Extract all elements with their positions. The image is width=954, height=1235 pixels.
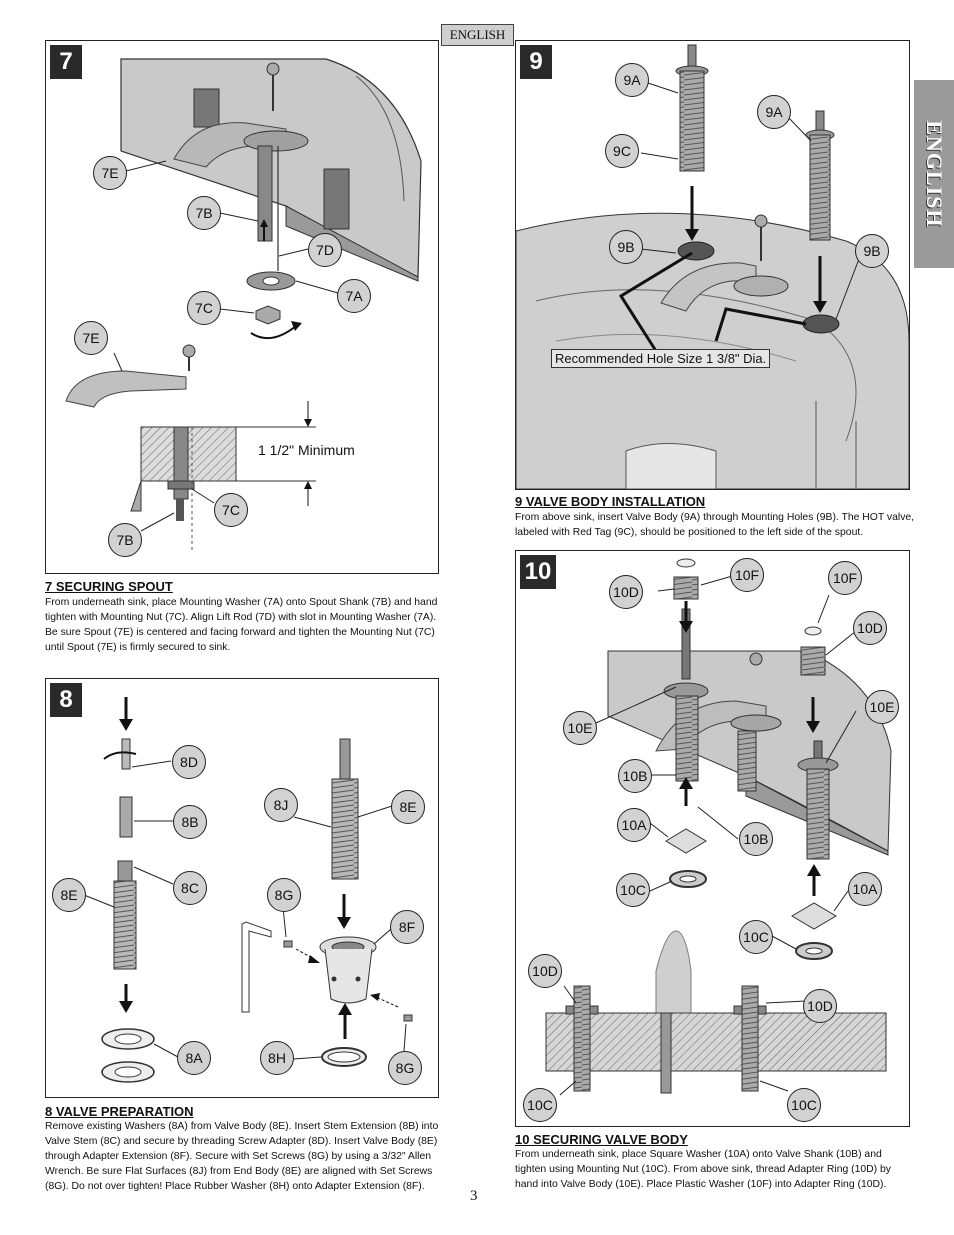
callout-8g-top: 8G (267, 878, 301, 912)
callout-10c-a: 10C (616, 873, 650, 907)
step9-number: 9 (520, 45, 552, 79)
callout-9c: 9C (605, 134, 639, 168)
callout-8e-left: 8E (52, 878, 86, 912)
callout-9b-right: 9B (855, 234, 889, 268)
callout-7e-top: 7E (93, 156, 127, 190)
step8-panel: 8 (45, 678, 439, 1098)
callout-8f: 8F (390, 910, 424, 944)
step7-body: From underneath sink, place Mounting Was… (45, 597, 438, 653)
callout-10f-b: 10F (828, 561, 862, 595)
callout-8d: 8D (172, 745, 206, 779)
step8-illustration (83, 697, 413, 1083)
callout-10a-b: 10A (848, 872, 882, 906)
callout-8h: 8H (260, 1041, 294, 1075)
callout-10d-b: 10D (853, 611, 887, 645)
callout-10b-a: 10B (618, 759, 652, 793)
callout-9b-left: 9B (609, 230, 643, 264)
callout-10c-b: 10C (739, 920, 773, 954)
step10-panel: 10 (515, 550, 910, 1127)
callout-10c-c: 10C (523, 1088, 557, 1122)
callout-10d-c: 10D (528, 954, 562, 988)
step8-title: 8 VALVE PREPARATION (45, 1104, 194, 1119)
language-label: ENGLISH (441, 24, 514, 46)
step9-panel: 9 (515, 40, 910, 490)
recommended-hole-size-note: Recommended Hole Size 1 3/8" Dia. (551, 349, 771, 368)
callout-10f-a: 10F (730, 558, 764, 592)
side-tab-label: ENGLISH (922, 120, 947, 228)
step9-title: 9 VALVE BODY INSTALLATION (515, 494, 706, 509)
step10-body: From underneath sink, place Square Washe… (515, 1149, 891, 1190)
callout-8j: 8J (264, 788, 298, 822)
callout-10d-a: 10D (609, 575, 643, 609)
callout-9a-left: 9A (615, 63, 649, 97)
minimum-dimension-label: 1 1/2" Minimum (258, 442, 355, 458)
step9-illustration (516, 44, 909, 489)
language-side-tab: ENGLISH (914, 80, 954, 268)
step8-number: 8 (50, 683, 82, 717)
callout-7c-bottom: 7C (214, 493, 248, 527)
callout-10a-a: 10A (617, 808, 651, 842)
callout-10e-a: 10E (563, 711, 597, 745)
step10-number: 10 (520, 555, 556, 589)
callout-7d: 7D (308, 233, 342, 267)
callout-7b-top: 7B (187, 196, 221, 230)
callout-9a-right: 9A (757, 95, 791, 129)
callout-7a: 7A (337, 279, 371, 313)
callout-8b: 8B (173, 805, 207, 839)
callout-7e-mid: 7E (74, 321, 108, 355)
callout-7b-bottom: 7B (108, 523, 142, 557)
callout-10e-b: 10E (865, 690, 899, 724)
step7-title: 7 SECURING SPOUT (45, 579, 173, 594)
step9-body: From above sink, insert Valve Body (9A) … (515, 512, 915, 538)
callout-7c-top: 7C (187, 291, 221, 325)
callout-8c: 8C (173, 871, 207, 905)
step8-body: Remove existing Washers (8A) from Valve … (45, 1121, 439, 1192)
callout-8g-bottom: 8G (388, 1051, 422, 1085)
callout-10c-d: 10C (787, 1088, 821, 1122)
step10-illustration (545, 558, 892, 1096)
step7-illustration (65, 58, 422, 551)
step7-panel: 7 (45, 40, 439, 574)
callout-8a: 8A (177, 1041, 211, 1075)
page-number: 3 (470, 1188, 478, 1204)
step7-number: 7 (50, 45, 82, 79)
step10-title: 10 SECURING VALVE BODY (515, 1132, 688, 1147)
callout-10b-b: 10B (739, 822, 773, 856)
callout-10d-d: 10D (803, 989, 837, 1023)
callout-8e-right: 8E (391, 790, 425, 824)
